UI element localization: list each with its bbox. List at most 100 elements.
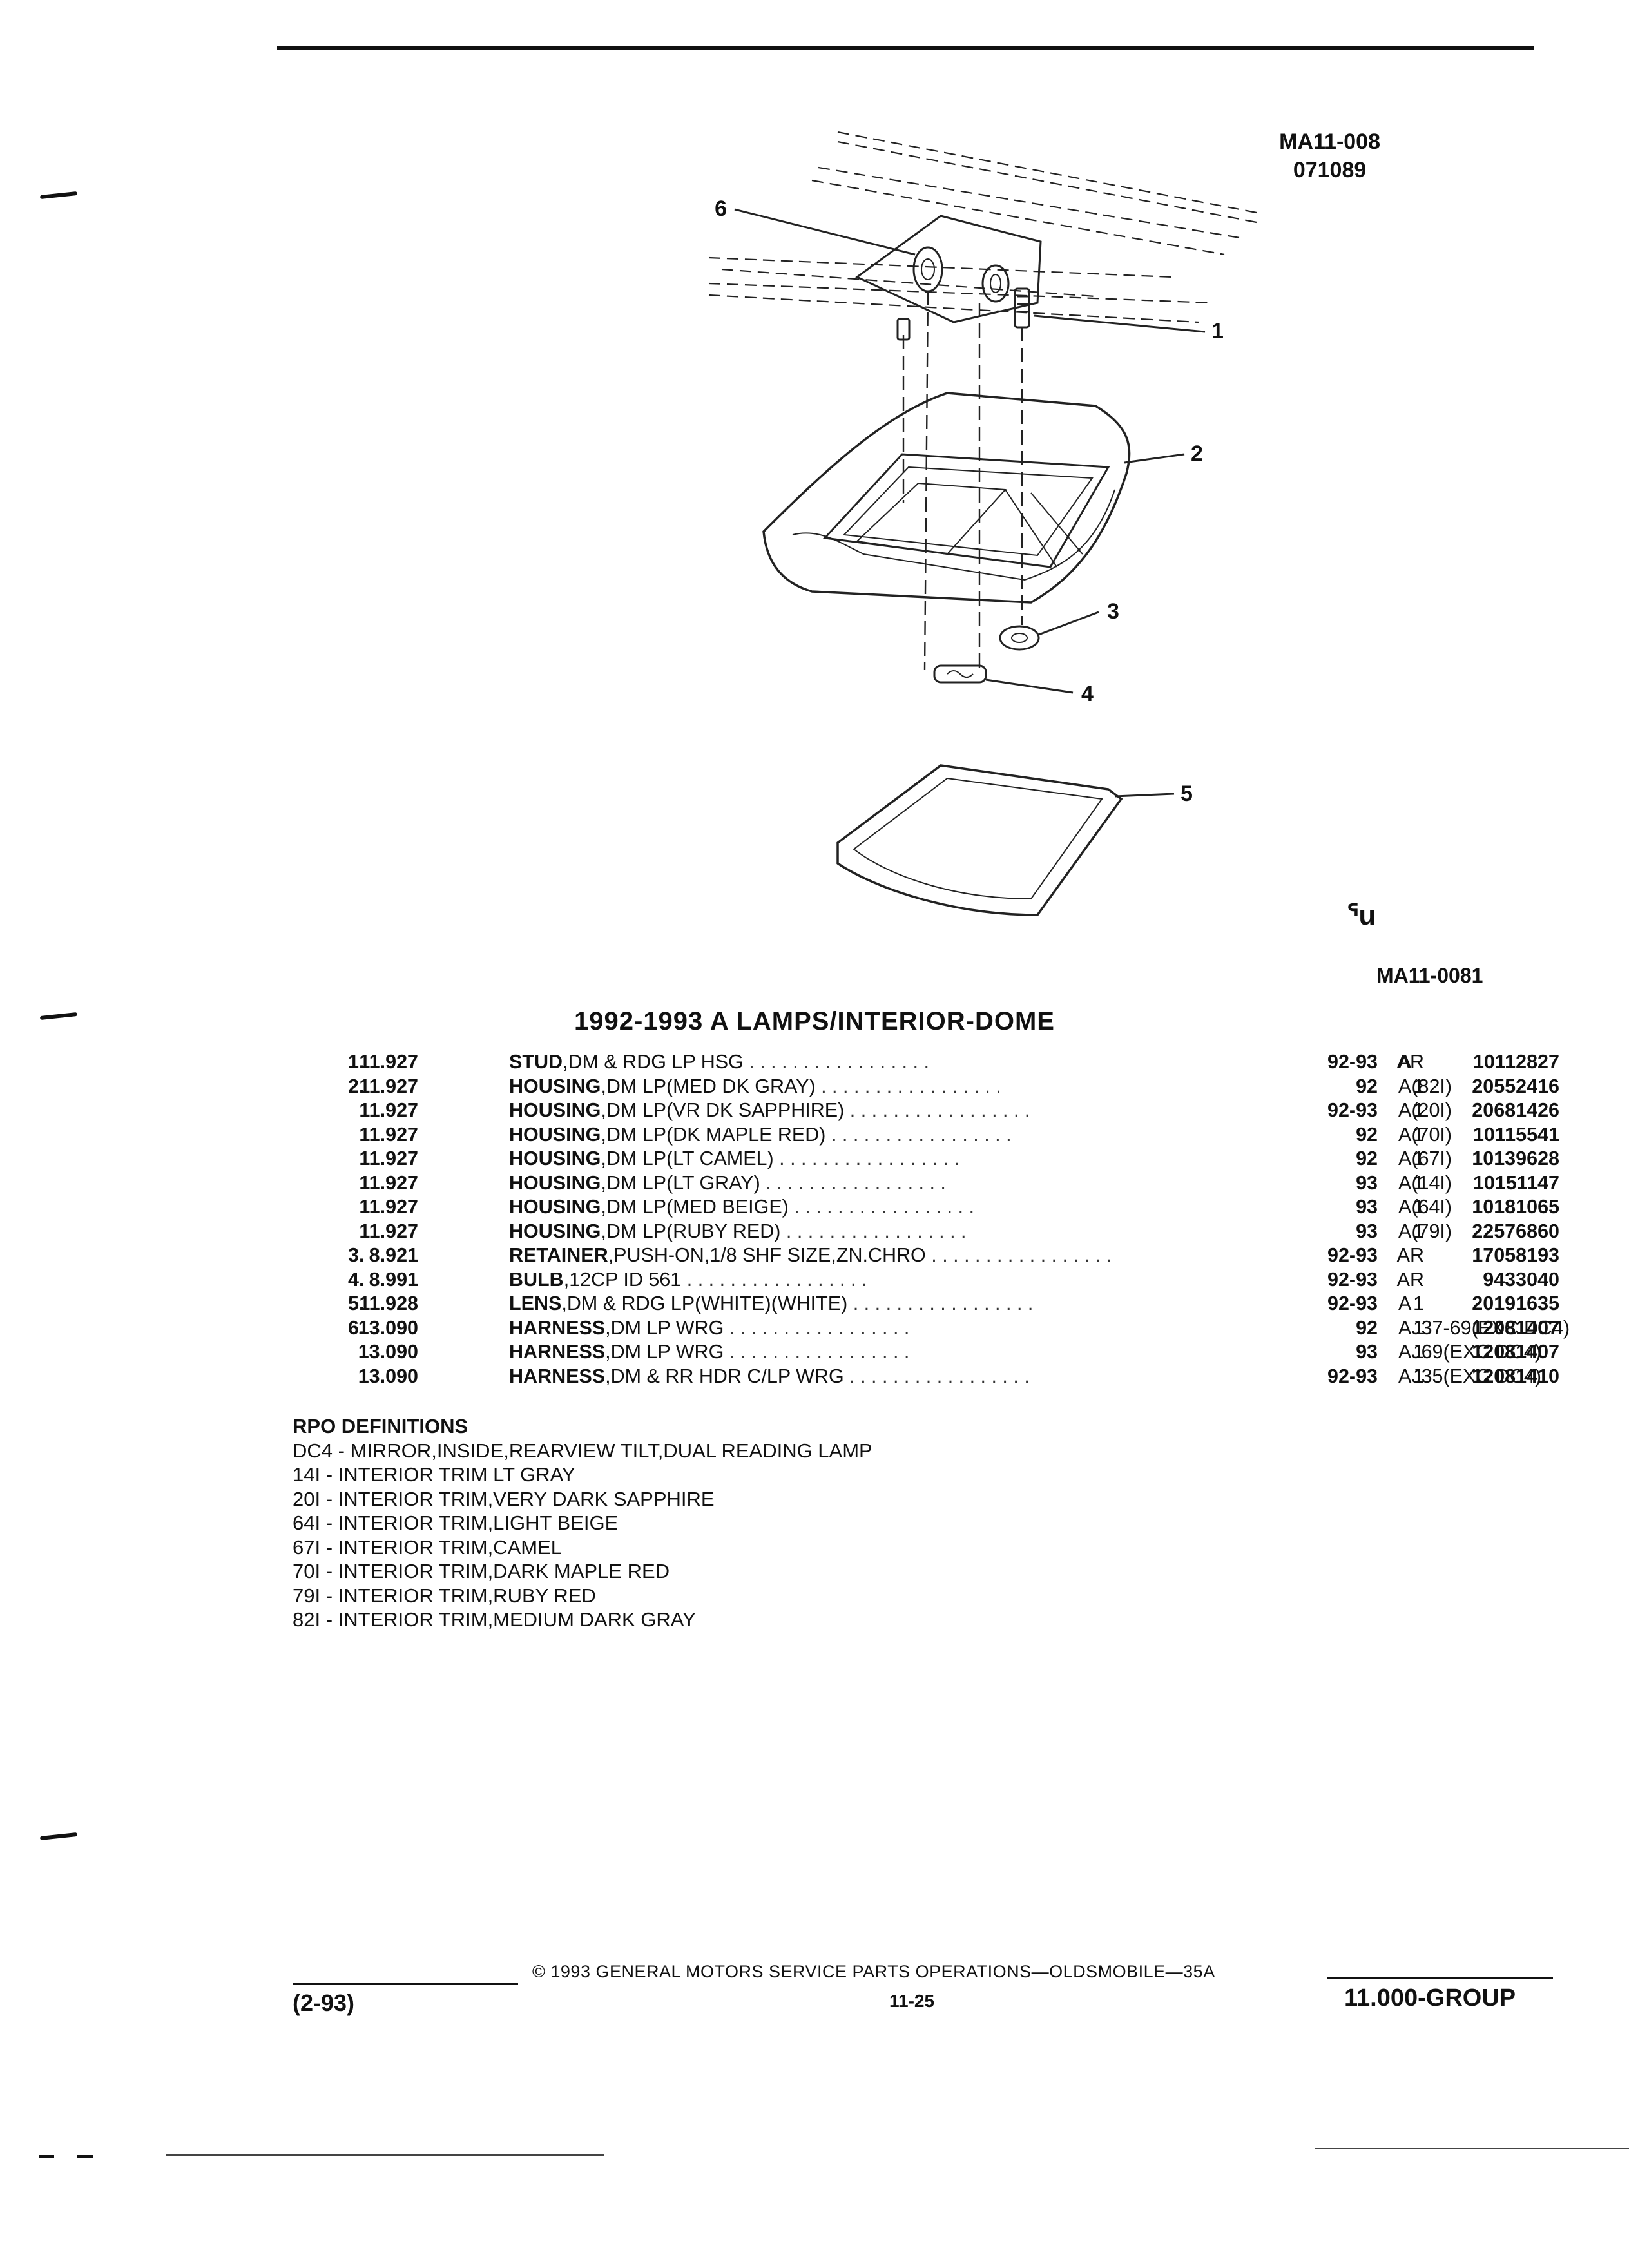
part-number: 22576860 [1472,1220,1559,1242]
part-number: 20191635 [1472,1293,1559,1314]
rpo-item: 64I - INTERIOR TRIM,LIGHT BEIGE [293,1512,619,1534]
rpo-code: A(79I) [1398,1220,1452,1242]
part-detail: ,DM LP(MED BEIGE) [601,1196,789,1218]
part-number: 12081407 [1472,1316,1559,1339]
part-name: HOUSING [509,1099,601,1121]
part-name: HOUSING [509,1148,601,1169]
part-number: 20552416 [1472,1075,1559,1097]
part-name: HOUSING [509,1171,601,1194]
leader-dots: . . . . . . . . . . . . . . . . . [773,1148,959,1169]
callout-3: 3 [1107,599,1119,624]
parts-list: 1. 11.927 STUD,DM & RDG LP HSG . . . . . .… [348,1050,1570,1389]
leader-dots: . . . . . . . . . . . . . . . . . [825,1123,1012,1146]
part-detail: ,DM LP(LT GRAY) [601,1171,760,1194]
part-description: HOUSING,DM LP(LT CAMEL) . . . . . . . . … [509,1147,959,1171]
part-name: RETAINER [509,1244,608,1266]
leader-dots: . . . . . . . . . . . . . . . . . [844,1099,1030,1121]
part-detail: ,12CP ID 561 [563,1268,682,1291]
dome-lamp-exploded-diagram: 6 1 2 3 4 5 ᕐu [708,131,1376,931]
part-number: 10139628 [1472,1148,1559,1169]
leader-dots: . . . . . . . . . . . . . . . . . [681,1268,867,1291]
model-years: 93 [1356,1220,1378,1242]
quantity: 1 [1413,1196,1424,1218]
group-number: 11.927 [359,1099,418,1121]
part-number: 20681426 [1472,1099,1559,1121]
group-number: 11.927 [359,1196,418,1218]
rpo-code: A(67I) [1398,1148,1452,1169]
quantity: 1 [1413,1365,1424,1387]
scan-rule [166,2154,604,2156]
group-number: 11.927 [359,1123,418,1146]
rpo-item: 14I - INTERIOR TRIM LT GRAY [293,1463,575,1486]
rpo-item: 70I - INTERIOR TRIM,DARK MAPLE RED [293,1560,670,1582]
part-description: HARNESS,DM LP WRG . . . . . . . . . . . … [509,1340,909,1365]
part-number: 9433040 [1483,1268,1559,1291]
callout-index: 2. [348,1075,365,1097]
illustration-code: MA11-008 071089 [1279,128,1380,184]
part-name: HARNESS [509,1316,606,1339]
callout-index: 5. [348,1293,365,1314]
model-years: 92-93 [1327,1268,1378,1291]
part-name: HOUSING [509,1196,601,1218]
part-description: STUD,DM & RDG LP HSG . . . . . . . . . .… [509,1050,929,1075]
rpo-definitions: RPO DEFINITIONS DC4 - MIRROR,INSIDE,REAR… [293,1414,872,1632]
model-years: 92-93 [1327,1244,1378,1266]
rpo-code: AJ37-69(EXC DC4) [1398,1316,1570,1339]
part-detail: ,PUSH-ON,1/8 SHF SIZE,ZN.CHRO [608,1244,926,1266]
part-detail: ,DM & RDG LP HSG [563,1051,744,1073]
part-detail: ,DM & RDG LP(WHITE)(WHITE) [561,1293,848,1314]
model-years: 92-93 [1327,1051,1378,1073]
callout-index: 1. [348,1051,365,1073]
part-name: HOUSING [509,1220,601,1242]
group-number: 8.991 [369,1268,418,1291]
part-name: HARNESS [509,1365,606,1387]
callout-4: 4 [1081,682,1094,706]
lens [836,764,1123,916]
rpo-heading: RPO DEFINITIONS [293,1415,468,1437]
part-detail: ,DM LP(VR DK SAPPHIRE) [601,1099,845,1121]
group-number: 13.090 [358,1316,418,1339]
part-description: BULB,12CP ID 561 . . . . . . . . . . . .… [509,1268,867,1293]
scan-rule [39,2155,54,2158]
leader-dots: . . . . . . . . . . . . . . . . . [925,1244,1112,1266]
part-description: HARNESS,DM & RR HDR C/LP WRG . . . . . .… [509,1365,1030,1389]
part-detail: ,DM LP WRG [605,1316,724,1339]
rpo-code: A [1398,1051,1412,1073]
rpo-item: 67I - INTERIOR TRIM,CAMEL [293,1535,562,1559]
stamp-glyph: ᕐu [1347,899,1376,931]
quantity: 1 [1413,1341,1424,1363]
quantity: 1 [1413,1316,1424,1339]
part-number: 12081410 [1472,1365,1559,1387]
quantity: 1 [1413,1099,1424,1121]
part-name: BULB [509,1268,564,1291]
model-years: 92 [1356,1123,1378,1146]
part-detail: ,DM LP(RUBY RED) [601,1220,781,1242]
retainer [999,625,1040,651]
rpo-code: A [1398,1293,1412,1314]
quantity: 1 [1413,1148,1424,1169]
rpo-item: 82I - INTERIOR TRIM,MEDIUM DARK GRAY [293,1608,696,1631]
model-years: 93 [1356,1171,1378,1194]
leader-dots: . . . . . . . . . . . . . . . . . [780,1220,967,1242]
group-number: 13.090 [358,1341,418,1363]
part-description: HOUSING,DM LP(MED DK GRAY) . . . . . . .… [509,1075,1001,1099]
model-years: 92 [1356,1316,1378,1339]
part-row: 11.927 HOUSING,DM LP(VR DK SAPPHIRE) . . … [348,1099,1559,1123]
illustration-code-line2: 071089 [1293,158,1367,182]
callout-index: 3. [348,1244,365,1266]
leader-dots: . . . . . . . . . . . . . . . . . [843,1365,1030,1387]
part-detail: ,DM LP(DK MAPLE RED) [601,1123,826,1146]
scan-rule [1315,2148,1629,2149]
quantity: 1 [1413,1293,1424,1314]
bulb [933,664,987,684]
group-number: 13.090 [358,1365,418,1387]
leader-dots: . . . . . . . . . . . . . . . . . [760,1171,946,1194]
part-description: LENS,DM & RDG LP(WHITE)(WHITE) . . . . .… [509,1292,1033,1316]
